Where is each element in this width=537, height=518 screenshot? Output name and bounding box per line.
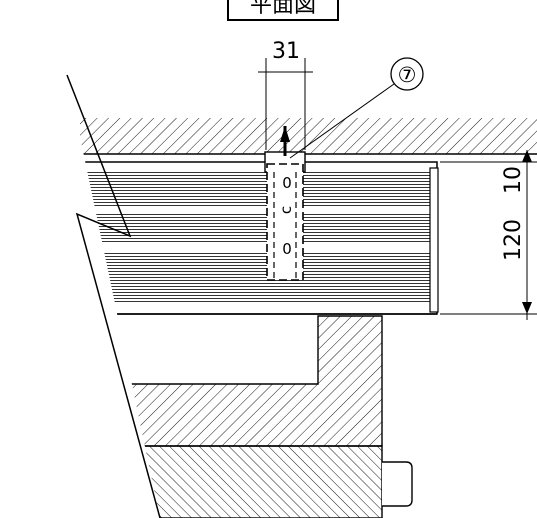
break-line [66, 74, 161, 518]
title-block: 平面図 [227, 0, 339, 21]
dimension-width: 31 [258, 39, 313, 150]
mark-middle: c [277, 206, 295, 214]
part-callout: ⑦ [289, 57, 424, 159]
mark-top: 0 [282, 174, 292, 192]
dimension-width-label: 31 [272, 39, 300, 64]
dimension-depth-small-label: 10 [501, 166, 526, 194]
title-text: 平面図 [250, 0, 316, 18]
end-tab [382, 461, 413, 507]
wall-hatch [80, 118, 537, 155]
title-frame [227, 0, 339, 21]
mark-bottom: 0 [282, 240, 292, 258]
rail-profile [79, 161, 439, 315]
bracket-fixture: 0 c 0 [264, 126, 306, 281]
dimension-depth: 10 120 [440, 150, 537, 320]
part-callout-label: ⑦ [398, 63, 417, 87]
structure-block [79, 315, 383, 518]
dimension-depth-total-label: 120 [501, 219, 526, 261]
